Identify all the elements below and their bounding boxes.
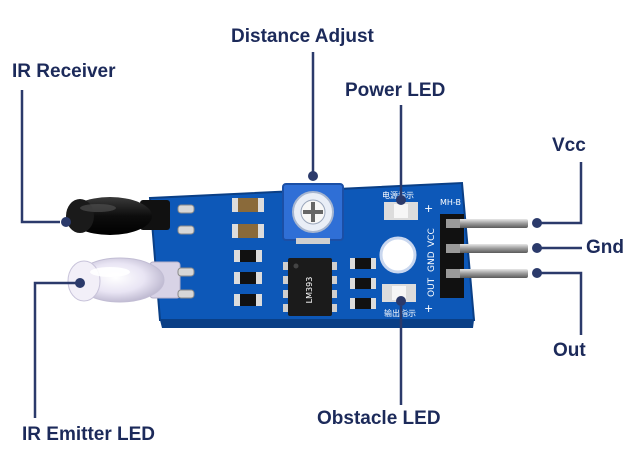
label-distance-adjust: Distance Adjust xyxy=(231,26,374,47)
label-ir-emitter-led: IR Emitter LED xyxy=(22,424,156,445)
diode-leads xyxy=(177,204,195,299)
label-power-led: Power LED xyxy=(345,80,446,101)
pin-labels: VCC GND OUT xyxy=(427,228,437,297)
smd-components xyxy=(232,198,376,309)
silk-plus-top: + xyxy=(424,202,433,215)
pin-label-out: OUT xyxy=(427,277,437,297)
potentiometer xyxy=(282,183,344,244)
callout-lines xyxy=(20,52,583,418)
ir-receiver-component xyxy=(66,197,170,235)
callout-line-vcc xyxy=(538,162,583,225)
label-obstacle-led: Obstacle LED xyxy=(317,408,441,429)
model-text: MH-B xyxy=(440,198,461,207)
ir-emitter-component xyxy=(67,257,181,303)
label-ir-receiver: IR Receiver xyxy=(12,61,116,82)
callout-dots xyxy=(61,171,542,306)
power-led-component: 电源指示 xyxy=(382,190,418,220)
pcb-edge xyxy=(160,320,474,328)
mounting-hole xyxy=(379,236,417,274)
header-pins xyxy=(440,214,528,298)
callout-line-out xyxy=(538,271,583,335)
silk-plus-bottom: + xyxy=(424,302,433,315)
chip-marking: LM393 xyxy=(305,277,314,304)
callout-line-ir-receiver xyxy=(20,90,60,224)
label-vcc: Vcc xyxy=(552,135,586,156)
pin-label-vcc: VCC xyxy=(427,228,437,247)
label-gnd: Gnd xyxy=(586,237,624,258)
pin-label-gnd: GND xyxy=(427,251,437,272)
callout-line-ir-emitter xyxy=(33,281,78,418)
label-out: Out xyxy=(553,340,586,361)
power-led-silkscreen: 电源指示 xyxy=(382,190,414,200)
lm393-chip: LM393 xyxy=(283,258,337,316)
